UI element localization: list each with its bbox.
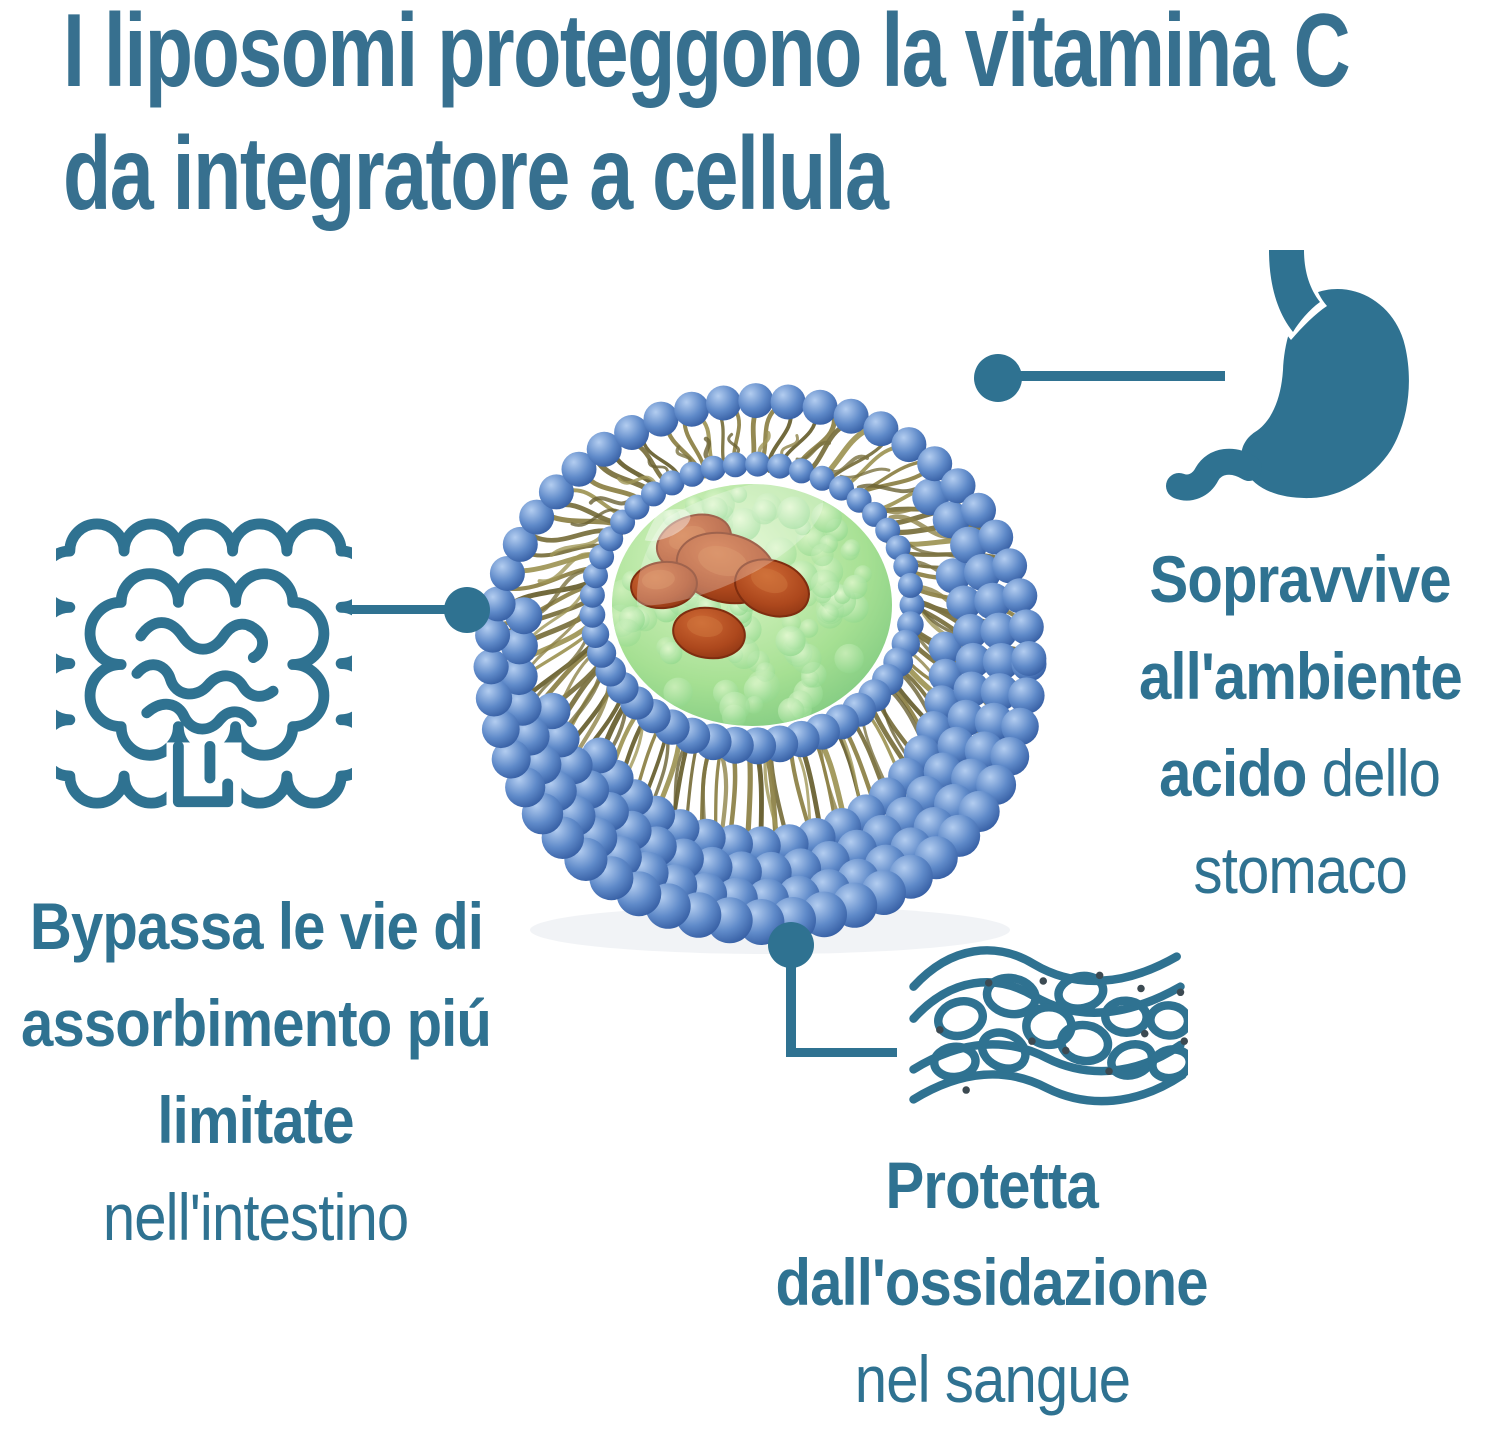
page-title-line2: da integratore a cellula (63, 116, 889, 232)
connector-hline-blood (786, 1048, 897, 1057)
blood-vessel-icon (906, 928, 1188, 1128)
callout-blood-line3: nel sangue (854, 1342, 1130, 1416)
red-blood-cells (930, 971, 1188, 1083)
vessel-wall-top-1 (909, 946, 1181, 991)
callout-stomach: Sopravvive all'ambiente acido dello stom… (1070, 531, 1500, 919)
page-title-line1: I liposomi proteggono la vitamina C (63, 0, 1351, 109)
connector-vline-blood (786, 960, 796, 1057)
small-intestine-squiggle-2 (131, 659, 279, 702)
colon-outer-outline (56, 518, 352, 809)
intestine-icon (56, 508, 352, 822)
callout-intestine-line1: Bypassa le vie di (29, 889, 483, 963)
callout-blood-line2: dall'ossidazione (775, 1245, 1209, 1319)
rectum-shape (172, 740, 234, 808)
callout-stomach-line4: stomaco (1193, 833, 1407, 907)
small-intestine-squiggle-4 (243, 620, 268, 664)
callout-intestine-line3: limitate (157, 1083, 355, 1157)
callout-stomach-line1: Sopravvive (1149, 542, 1451, 616)
callout-blood: Protetta dall'ossidazione nel sangue (712, 1137, 1272, 1428)
callout-intestine-line2: assorbimento piú (20, 986, 492, 1060)
liposome-3d-icon (473, 383, 1047, 954)
callout-intestine-line4: nell'intestino (103, 1180, 409, 1254)
stomach-icon (1163, 250, 1413, 505)
connector-line-intestine (351, 605, 447, 614)
small-intestine-squiggle-1 (135, 617, 265, 655)
callout-intestine: Bypassa le vie di assorbimento piú limit… (0, 878, 536, 1266)
liposome-3d-illustration (460, 368, 1060, 963)
callout-stomach-line3: acido dello (1159, 736, 1442, 810)
callout-stomach-line2: all'ambiente (1138, 639, 1463, 713)
stomach-duodenum-shape (1166, 448, 1262, 501)
connector-dot-intestine (444, 587, 490, 633)
page-title: I liposomi proteggono la vitamina C da i… (63, 0, 1483, 236)
stomach-body-shape (1241, 289, 1409, 499)
callout-blood-line1: Protetta (885, 1148, 1099, 1222)
stomach-esophagus-shape (1269, 250, 1320, 332)
colon-inner-outline (84, 568, 330, 761)
plasma-specks (936, 971, 1188, 1094)
connector-line-stomach (1014, 371, 1225, 381)
small-intestine-squiggle-3 (141, 698, 257, 735)
